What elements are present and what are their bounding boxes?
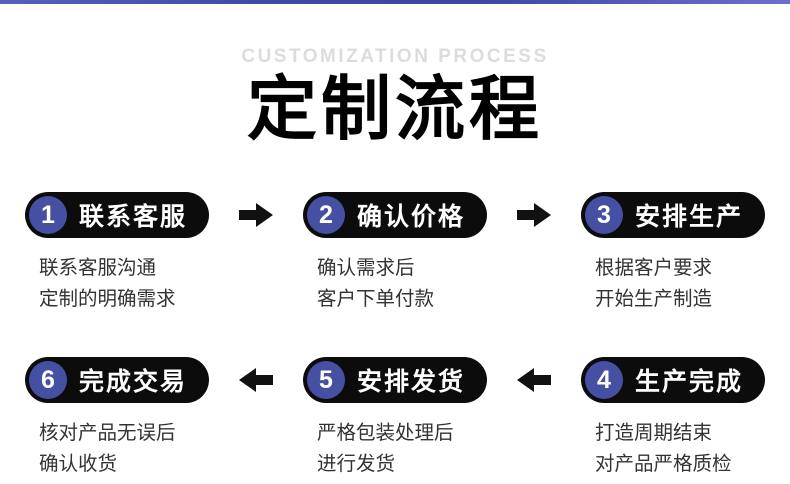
step-1-desc-line2: 定制的明确需求 <box>39 288 176 311</box>
step-4-badge: 4 生产完成 <box>581 357 765 404</box>
step-3-badge: 3 安排生产 <box>581 192 765 239</box>
step-3-description: 根据客户要求 开始生产制造 <box>581 253 765 315</box>
top-accent-bar <box>0 0 790 4</box>
arrow-left-icon <box>209 357 303 403</box>
step-1: 1 联系客服 联系客服沟通 定制的明确需求 <box>25 192 209 315</box>
process-row-top: 1 联系客服 联系客服沟通 定制的明确需求 2 确认价格 确认需求后 客户下单付… <box>0 192 790 315</box>
step-6-number-circle: 6 <box>29 361 67 400</box>
step-1-number-circle: 1 <box>29 196 67 235</box>
step-5-number-circle: 5 <box>307 361 345 400</box>
step-5-badge: 5 安排发货 <box>303 357 487 404</box>
page-title: 定制流程 <box>247 70 543 148</box>
step-6-description: 核对产品无误后 确认收货 <box>25 418 209 480</box>
step-2-desc-line1: 确认需求后 <box>317 257 415 280</box>
step-5-desc-line1: 严格包装处理后 <box>317 422 454 445</box>
step-3-label: 安排生产 <box>634 203 743 232</box>
step-3-desc-line2: 开始生产制造 <box>595 288 713 311</box>
step-3-desc-line1: 根据客户要求 <box>595 257 713 280</box>
step-4-desc-line1: 打造周期结束 <box>595 422 713 445</box>
step-6-badge: 6 完成交易 <box>25 357 209 404</box>
step-5: 5 安排发货 严格包装处理后 进行发货 <box>303 357 487 480</box>
step-3: 3 安排生产 根据客户要求 开始生产制造 <box>581 192 765 315</box>
step-6-label: 完成交易 <box>78 368 187 397</box>
step-4-number-circle: 4 <box>585 361 623 400</box>
step-2-label: 确认价格 <box>356 203 465 232</box>
step-6-desc-line2: 确认收货 <box>39 453 118 476</box>
step-4-label: 生产完成 <box>634 368 743 397</box>
eyebrow-text: CUSTOMIZATION PROCESS <box>241 46 549 67</box>
step-2-badge: 2 确认价格 <box>303 192 487 239</box>
step-6: 6 完成交易 核对产品无误后 确认收货 <box>25 357 209 480</box>
step-2-description: 确认需求后 客户下单付款 <box>303 253 487 315</box>
step-4-desc-line2: 对产品严格质检 <box>595 453 732 476</box>
process-row-bottom: 6 完成交易 核对产品无误后 确认收货 5 安排发货 严格包装处理后 进行发货 … <box>0 357 790 480</box>
arrow-right-icon <box>487 192 581 238</box>
step-1-badge: 1 联系客服 <box>25 192 209 239</box>
step-2: 2 确认价格 确认需求后 客户下单付款 <box>303 192 487 315</box>
step-1-description: 联系客服沟通 定制的明确需求 <box>25 253 209 315</box>
step-5-label: 安排发货 <box>356 368 465 397</box>
step-6-desc-line1: 核对产品无误后 <box>39 422 176 445</box>
step-1-desc-line1: 联系客服沟通 <box>39 257 157 280</box>
step-5-description: 严格包装处理后 进行发货 <box>303 418 487 480</box>
arrow-right-icon <box>209 192 303 238</box>
step-3-number-circle: 3 <box>585 196 623 235</box>
step-5-desc-line2: 进行发货 <box>317 453 396 476</box>
arrow-left-icon <box>487 357 581 403</box>
step-1-label: 联系客服 <box>78 203 187 232</box>
step-4: 4 生产完成 打造周期结束 对产品严格质检 <box>581 357 765 480</box>
step-2-desc-line2: 客户下单付款 <box>317 288 435 311</box>
step-2-number-circle: 2 <box>307 196 345 235</box>
step-4-description: 打造周期结束 对产品严格质检 <box>581 418 765 480</box>
